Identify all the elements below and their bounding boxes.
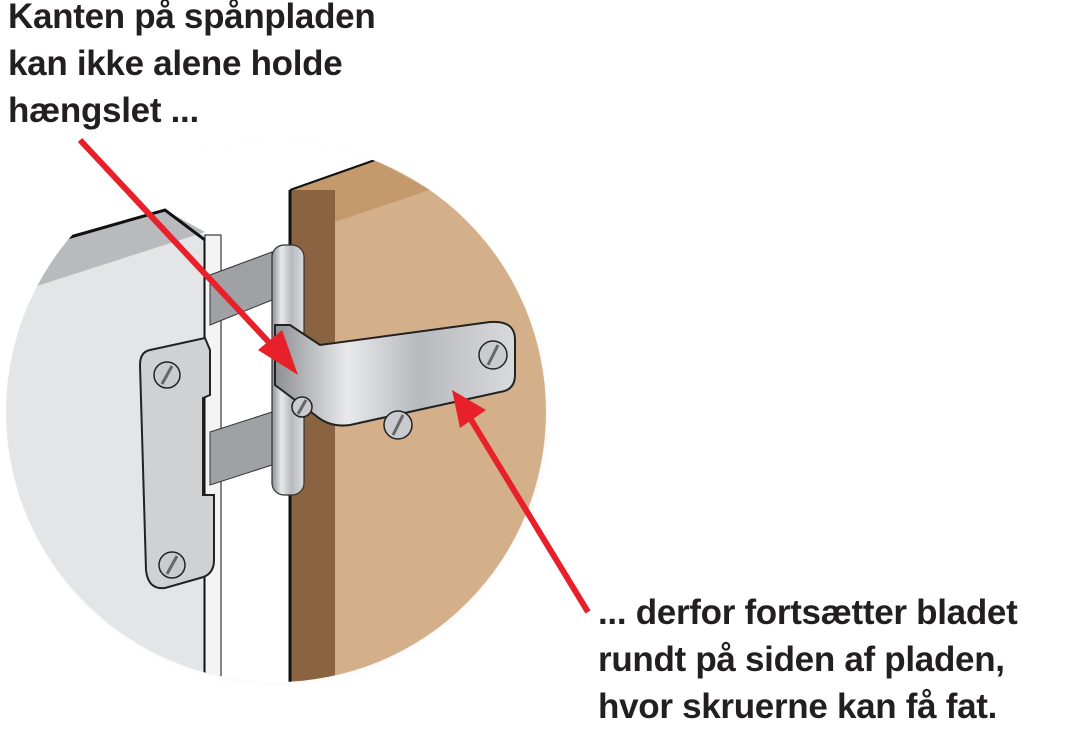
hinge-left-plate: [138, 336, 215, 590]
caption-top-line: kan ikke alene holde: [8, 44, 343, 83]
caption-bottom-line: rundt på siden af pladen,: [598, 640, 1005, 679]
caption-top-line: Kanten på spånpladen: [8, 0, 376, 36]
caption-top: Kanten på spånpladen kan ikke alene hold…: [8, 0, 376, 133]
arrow-bottom: [452, 390, 591, 614]
arrow-top: [77, 137, 298, 375]
detail-circle: [6, 142, 546, 682]
screw-icons: [153, 340, 508, 579]
caption-bottom: ... derfor fortsætter bladet rundt på si…: [598, 588, 1018, 729]
caption-bottom-line: hvor skruerne kan få fat.: [598, 687, 998, 726]
wood-door: [290, 160, 546, 682]
caption-top-line: hængslet ...: [8, 91, 199, 130]
caption-bottom-line: ... derfor fortsætter bladet: [598, 593, 1018, 632]
